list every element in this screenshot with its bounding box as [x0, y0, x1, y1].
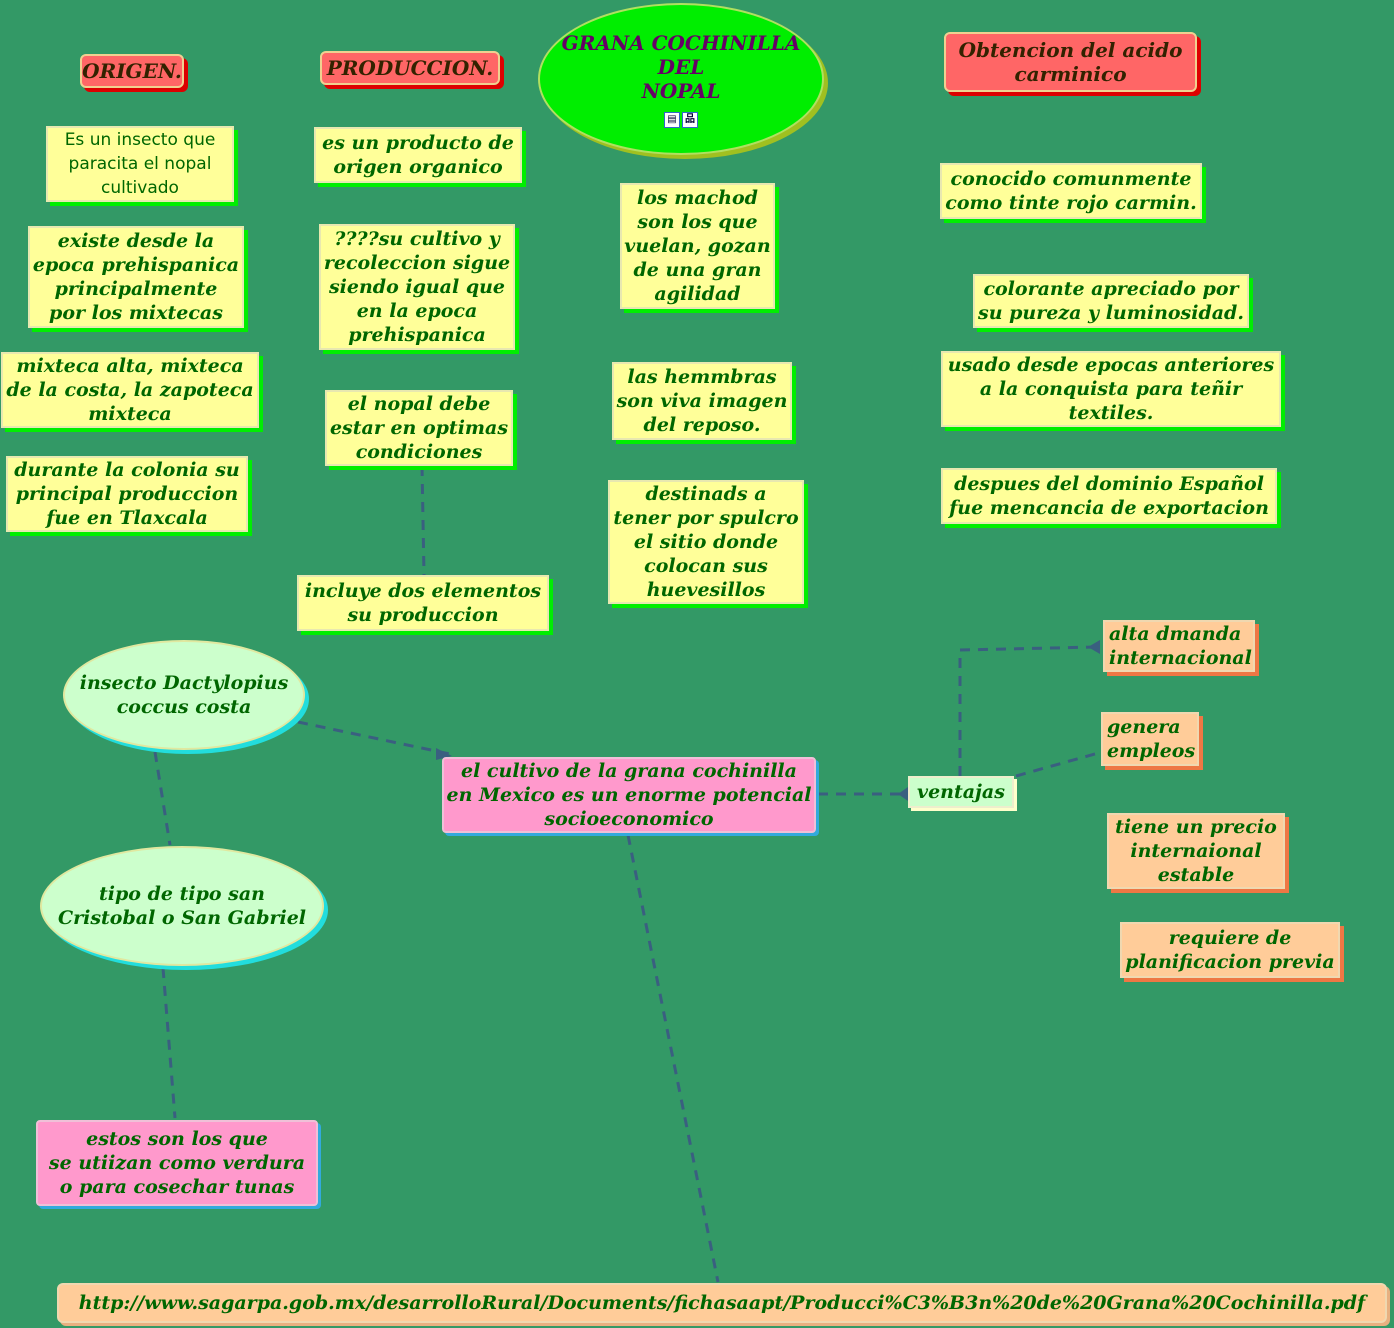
header-produccion[interactable]: PRODUCCION. — [320, 51, 500, 85]
ventaja-node[interactable]: requiere de planificacion previa — [1120, 922, 1340, 978]
link-line — [958, 645, 1099, 776]
cultivo-node[interactable]: el cultivo de la grana cochinilla en Mex… — [442, 757, 816, 833]
main-topic-node[interactable]: GRANA COCHINILLA DEL NOPAL ▤品 — [538, 3, 824, 155]
produccion-node[interactable]: ????su cultivo y recoleccion sigue siend… — [319, 224, 515, 350]
source-url-link[interactable]: http://www.sagarpa.gob.mx/desarrolloRura… — [57, 1283, 1387, 1323]
header-obtencion[interactable]: Obtencion del acido carminico — [944, 32, 1197, 92]
insect-node[interactable]: los machod son los que vuelan, gozan de … — [620, 183, 775, 309]
header-origen[interactable]: ORIGEN. — [80, 54, 184, 88]
obtencion-node[interactable]: conocido comunmente como tinte rojo carm… — [940, 163, 1202, 219]
produccion-node[interactable]: es un producto de origen organico — [314, 127, 522, 183]
link-line — [420, 465, 426, 576]
insect-node[interactable]: las hemmbras son viva imagen del reposo. — [612, 362, 792, 440]
ventaja-node[interactable]: tiene un precio internaional estable — [1107, 813, 1285, 889]
verdura-node[interactable]: estos son los que se utiizan como verdur… — [36, 1120, 318, 1206]
ventaja-node[interactable]: genera empleos — [1101, 712, 1199, 766]
produccion-node[interactable]: incluye dos elementos su produccion — [297, 575, 549, 631]
link-line — [153, 751, 172, 846]
origen-node[interactable]: mixteca alta, mixteca de la costa, la za… — [1, 352, 259, 428]
arrowhead — [898, 787, 908, 801]
insect-node[interactable]: destinads a tener por spulcro el sitio d… — [608, 480, 804, 604]
produccion-node[interactable]: el nopal debe estar en optimas condicion… — [325, 390, 513, 466]
concept-map-icon[interactable]: 品 — [682, 111, 698, 128]
nopal-tipo-node[interactable]: tipo de tipo san Cristobal o San Gabriel — [40, 846, 324, 966]
link-line — [1015, 750, 1103, 778]
obtencion-node[interactable]: colorante apreciado por su pureza y lumi… — [973, 274, 1249, 328]
main-topic-title: GRANA COCHINILLA DEL NOPAL — [561, 30, 801, 103]
arrowhead — [1088, 640, 1100, 654]
ventajas-node[interactable]: ventajas — [908, 776, 1014, 808]
link-line — [626, 834, 720, 1283]
obtencion-node[interactable]: despues del dominio Español fue mencanci… — [941, 468, 1277, 524]
link-line — [161, 967, 177, 1119]
origen-node[interactable]: Es un insecto que paracita el nopal cult… — [46, 126, 234, 202]
obtencion-node[interactable]: usado desde epocas anteriores a la conqu… — [941, 351, 1281, 427]
link-line — [297, 720, 451, 756]
origen-node[interactable]: durante la colonia su principal producci… — [6, 456, 248, 532]
ventaja-node[interactable]: alta dmanda internacional — [1103, 620, 1255, 672]
origen-node[interactable]: existe desde la epoca prehispanica princ… — [28, 226, 244, 328]
resource-document-icon[interactable]: ▤ — [664, 111, 680, 128]
insecto-node[interactable]: insecto Dactylopius coccus costa — [63, 640, 305, 750]
